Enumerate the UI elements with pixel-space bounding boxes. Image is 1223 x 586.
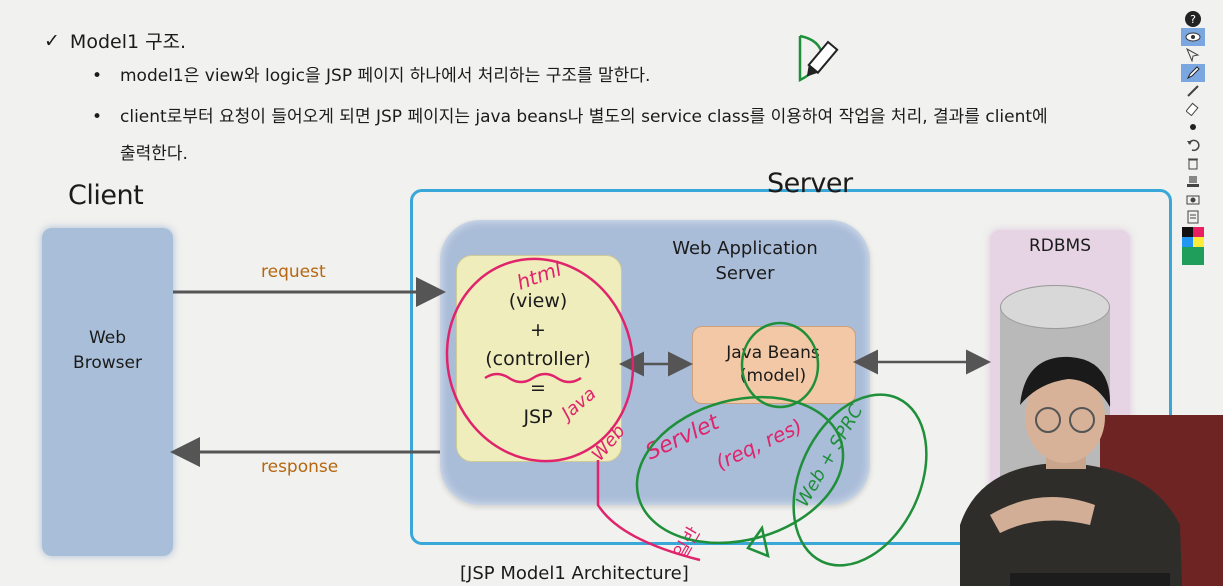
annot-req-res: (req, res)	[712, 414, 806, 475]
check-icon: ✓	[44, 29, 60, 52]
request-label: request	[261, 262, 326, 282]
web-browser-label: Web Browser	[42, 326, 173, 376]
jsp-equals: =	[530, 377, 546, 399]
slide-heading: ✓ Model1 구조.	[44, 27, 186, 54]
beans-line2: (model)	[739, 366, 807, 386]
beans-line1: Java Beans	[726, 343, 820, 363]
jsp-box	[456, 255, 622, 462]
presenter-hair	[1020, 356, 1111, 407]
jsp-controller: (controller)	[485, 348, 591, 370]
annot-html: html	[514, 256, 565, 294]
was-label: Web Application Server	[650, 236, 840, 286]
heading-text: Model1 구조.	[69, 31, 187, 53]
java-beans-label: Java Beans (model)	[692, 342, 854, 388]
bullet-text: client로부터 요청이 들어오게 되면 JSP 페이지는 java bean…	[120, 107, 1048, 127]
presenter-video	[960, 356, 1223, 586]
green-oval-web-spring	[792, 393, 928, 567]
database-cylinder-top	[1000, 285, 1110, 329]
was-line1: Web Application	[672, 238, 818, 259]
pink-underline	[484, 372, 582, 384]
line-icon[interactable]	[1181, 82, 1205, 100]
note-icon[interactable]	[1181, 208, 1205, 226]
rdbms-label: RDBMS	[1028, 236, 1092, 256]
response-label: response	[261, 457, 339, 477]
desk-device	[1010, 573, 1170, 586]
annotation-toolbar: ?	[1181, 10, 1205, 295]
color-palette-icon[interactable]	[1181, 226, 1205, 266]
jsp-name: JSP	[523, 406, 553, 428]
bullet-item: • model1은 view와 logic을 JSP 페이지 하나에서 처리하는…	[92, 62, 651, 91]
pink-connector	[596, 460, 701, 562]
bullet-text: model1은 view와 logic을 JSP 페이지 하나에서 처리하는 구…	[120, 66, 651, 86]
trash-icon[interactable]	[1181, 154, 1205, 172]
svg-text:?: ?	[1190, 13, 1196, 26]
browser-line1: Web	[88, 328, 127, 348]
presenter-face	[1025, 371, 1105, 463]
camera-icon[interactable]	[1181, 190, 1205, 208]
green-circle-beans	[740, 321, 820, 409]
bullet-item: • client로부터 요청이 들어오게 되면 JSP 페이지는 java be…	[92, 103, 1048, 132]
jsp-label: (view) + (controller) = JSP	[456, 287, 620, 432]
pen-icon[interactable]	[1181, 64, 1205, 82]
annot-ilban: 일반	[670, 523, 705, 562]
annot-java: Java	[555, 383, 600, 425]
pointer-icon[interactable]	[1181, 46, 1205, 64]
dot-icon[interactable]	[1181, 118, 1205, 136]
pencil-cursor-icon	[806, 40, 839, 77]
bullet-dot: •	[92, 66, 103, 86]
green-oval-servlet	[635, 395, 845, 545]
glasses-right	[1069, 407, 1095, 433]
was-line2: Server	[715, 263, 775, 284]
green-arrowhead	[746, 524, 770, 559]
stamp-icon[interactable]	[1181, 172, 1205, 190]
bullet-continuation: 출력한다.	[120, 144, 188, 164]
presenter-sweater	[960, 463, 1182, 586]
jsp-view: (view)	[508, 290, 568, 312]
jsp-plus: +	[530, 319, 546, 341]
annot-web: Web	[588, 421, 630, 465]
diagram-caption: [JSP Model1 Architecture]	[460, 563, 689, 584]
presenter-hand	[990, 497, 1095, 533]
server-box	[410, 189, 1172, 545]
glasses-left	[1035, 407, 1061, 433]
annot-web-spring: Web + SPRC	[792, 401, 867, 511]
client-label: Client	[68, 180, 144, 211]
eraser-icon[interactable]	[1181, 100, 1205, 118]
browser-line2: Browser	[73, 353, 142, 373]
bullet-dot: •	[92, 107, 103, 127]
server-label: Server	[767, 168, 853, 199]
pink-circle-jsp	[445, 257, 635, 463]
web-browser-box	[42, 228, 173, 556]
help-icon[interactable]: ?	[1181, 10, 1205, 28]
undo-icon[interactable]	[1181, 136, 1205, 154]
eye-icon[interactable]	[1181, 28, 1205, 46]
